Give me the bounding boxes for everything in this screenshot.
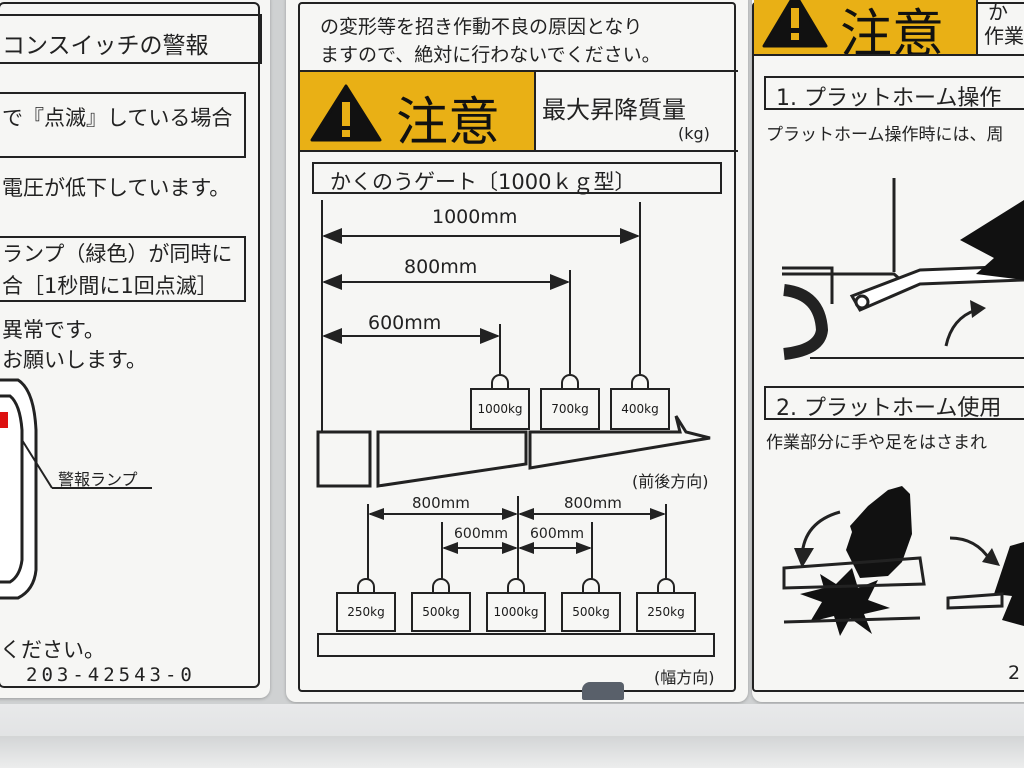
left-note-box-1 bbox=[0, 92, 246, 158]
right-corner-number: 2 bbox=[1008, 662, 1021, 684]
warning-triangle-icon bbox=[310, 84, 382, 142]
center-top-line-2: ますので、絶対に行わないでください。 bbox=[320, 44, 661, 66]
left-line-6: お願いします。 bbox=[2, 348, 147, 372]
left-line-3: ランプ（緑色）が同時に bbox=[2, 242, 233, 266]
weight-1000kg: 1000kg bbox=[470, 374, 530, 430]
weight-400kg: 400kg bbox=[610, 374, 670, 430]
sticker-damage-mark bbox=[582, 682, 624, 700]
right-title-divider bbox=[976, 0, 978, 54]
section1-text: プラットホーム操作時には、周 bbox=[766, 125, 1004, 145]
section1-title-box bbox=[764, 76, 1024, 110]
section2-text: 作業部分に手や足をはさまれ bbox=[766, 433, 987, 453]
max-load-title: 最大昇降質量 bbox=[542, 96, 686, 124]
platform-width-bar bbox=[317, 633, 715, 657]
center-inner-frame bbox=[298, 2, 736, 692]
center-top-line-1: の変形等を招き作動不良の原因となり bbox=[320, 16, 643, 38]
hand-pinch-hazard-illustration bbox=[782, 486, 1024, 636]
section2-title: 2. プラットホーム使用 bbox=[776, 396, 1002, 421]
part-number: 203-42543-0 bbox=[26, 664, 196, 686]
platform-operation-illustration bbox=[782, 178, 1024, 360]
left-heading-box bbox=[0, 14, 262, 64]
left-line-4: 合［1秒間に1回点滅］ bbox=[2, 274, 218, 298]
dim-600: 600mm bbox=[368, 312, 442, 334]
width-dim-600-right: 600mm bbox=[530, 526, 584, 542]
gate-title-box bbox=[312, 162, 722, 194]
weight-250kg-left: 250kg bbox=[336, 578, 396, 632]
platform-panel-2 bbox=[528, 415, 711, 470]
platform-panel-1 bbox=[376, 430, 528, 488]
front-back-label: (前後方向) bbox=[632, 472, 709, 491]
gate-title: かくのうゲート〔1000ｋｇ型〕 bbox=[330, 170, 636, 194]
center-header-divider bbox=[300, 150, 738, 152]
left-bottom-text: ください。 bbox=[0, 638, 105, 662]
lamp-label: 警報ランプ bbox=[58, 470, 138, 489]
max-load-unit: (kg) bbox=[678, 124, 710, 143]
section1-title: 1. プラットホーム操作 bbox=[776, 86, 1002, 111]
platform-base bbox=[316, 430, 372, 488]
center-caution-text: 注意 bbox=[396, 93, 501, 153]
weight-700kg: 700kg bbox=[540, 374, 600, 430]
left-line-5: 異常です。 bbox=[2, 318, 105, 342]
left-line-2: 電圧が低下しています。 bbox=[2, 176, 231, 200]
left-heading: コンスイッチの警報 bbox=[2, 33, 209, 59]
weight-1000kg-center: 1000kg bbox=[486, 578, 546, 632]
bottom-panel-shadow bbox=[0, 736, 1024, 768]
weight-500kg-right: 500kg bbox=[561, 578, 621, 632]
width-dim-600-left: 600mm bbox=[454, 526, 508, 542]
center-title-divider bbox=[534, 72, 536, 150]
left-warning-sticker bbox=[0, 0, 270, 698]
dim-1000: 1000mm bbox=[432, 206, 518, 228]
width-dim-800-left: 800mm bbox=[412, 494, 470, 512]
section2-title-box bbox=[764, 386, 1024, 420]
right-warning-triangle-icon bbox=[762, 0, 828, 48]
weight-250kg-right: 250kg bbox=[636, 578, 696, 632]
left-inner-frame bbox=[0, 2, 260, 688]
width-dim-800-right: 800mm bbox=[564, 494, 622, 512]
right-caution-text: 注意 bbox=[840, 5, 945, 65]
weight-500kg-left: 500kg bbox=[411, 578, 471, 632]
right-side-text-bottom: 作業 bbox=[984, 24, 1024, 48]
width-direction-label: (幅方向) bbox=[654, 668, 715, 687]
right-side-text-top: か bbox=[988, 0, 1008, 24]
left-line-1: で『点滅』している場合 bbox=[2, 106, 233, 130]
right-header-divider bbox=[752, 54, 1024, 56]
dim-800: 800mm bbox=[404, 256, 478, 278]
hand-icon bbox=[846, 486, 912, 578]
front-back-load-diagram bbox=[316, 200, 711, 488]
left-note-box-2 bbox=[0, 236, 246, 302]
alarm-lamp-dot bbox=[0, 412, 8, 428]
switch-illustration bbox=[0, 378, 152, 600]
center-divider bbox=[300, 70, 738, 72]
width-load-diagram bbox=[317, 496, 715, 657]
